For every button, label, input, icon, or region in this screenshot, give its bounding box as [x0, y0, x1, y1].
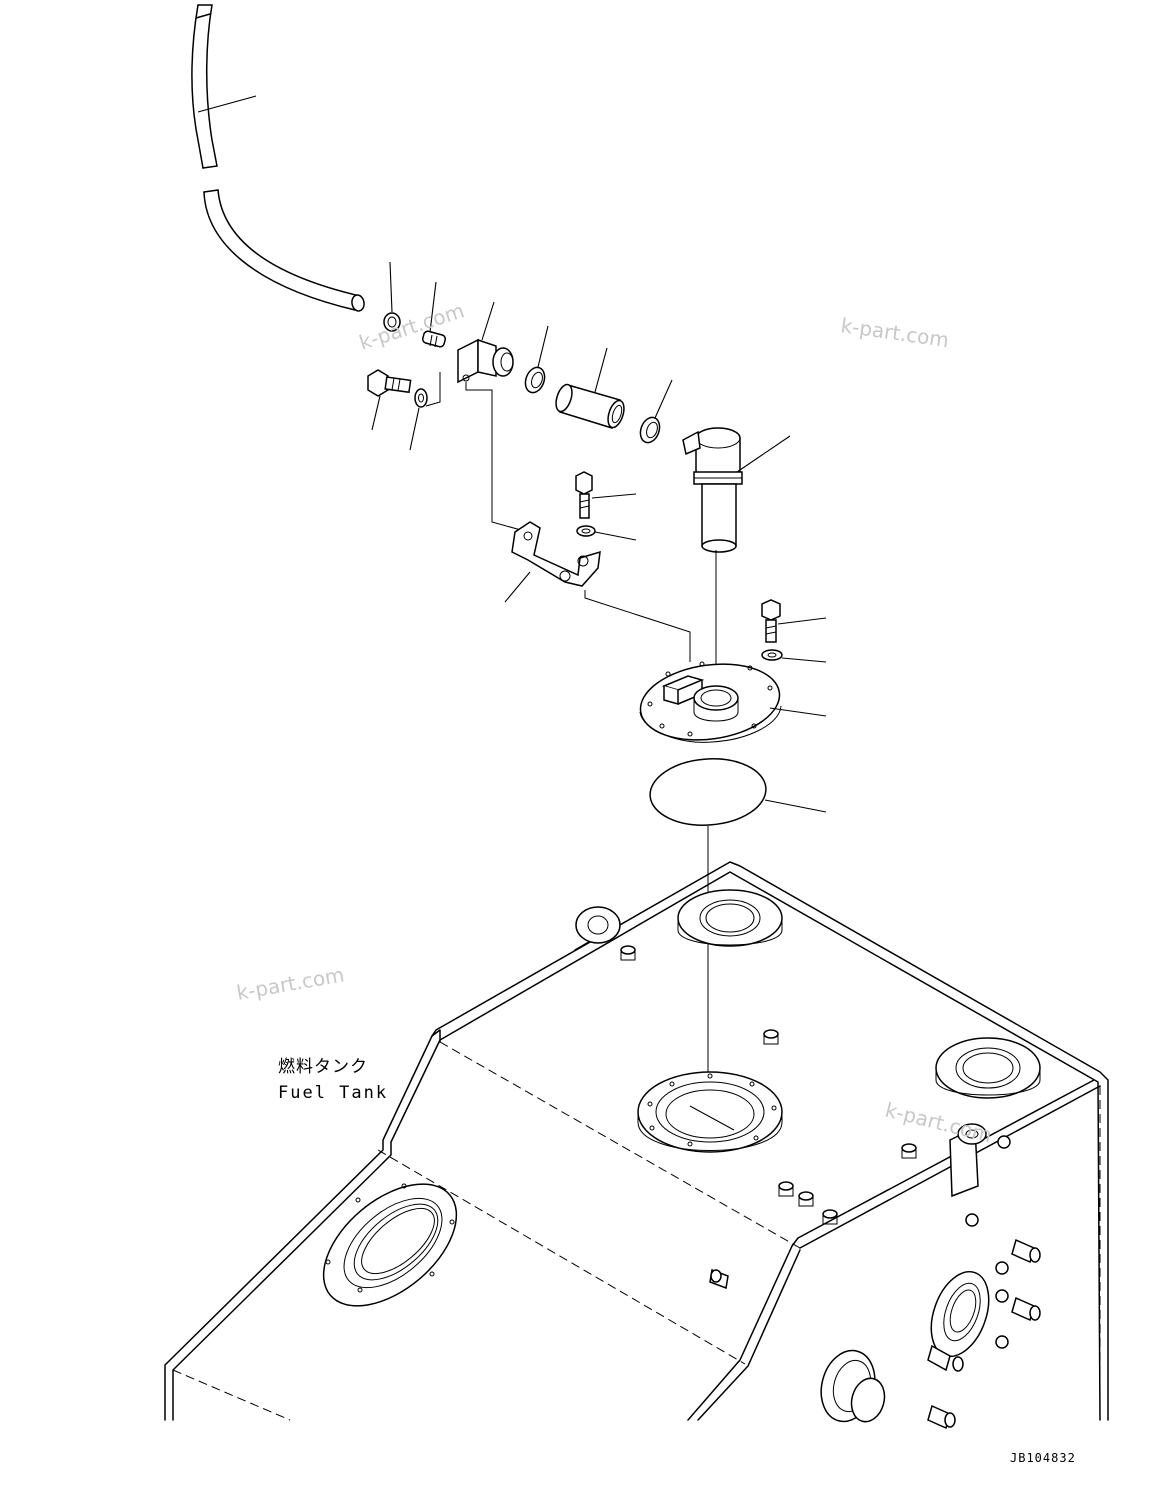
watermark-4: k-part.com	[883, 1098, 994, 1148]
hose-clamp-2	[639, 416, 661, 444]
flange-plate	[639, 661, 782, 743]
elbow-block	[457, 338, 514, 384]
hose-clamp-1	[524, 366, 546, 394]
tank-label-en: Fuel Tank	[278, 1083, 388, 1103]
mounting-bracket	[511, 521, 601, 587]
bolt-center	[575, 471, 593, 519]
leader-hose	[197, 95, 257, 113]
leader-elbow-to-bracket	[465, 382, 529, 533]
washer-left	[414, 388, 428, 408]
fuel-tank	[164, 861, 1109, 1430]
watermark-2: k-part.com	[839, 313, 950, 352]
watermark-1: k-part.com	[356, 298, 467, 354]
breather-neck	[682, 427, 743, 553]
washer-right	[761, 649, 783, 661]
connector-nipple	[421, 330, 447, 348]
hose-sleeve	[555, 383, 625, 429]
washer-center	[576, 525, 596, 537]
bolt-left	[367, 369, 412, 397]
hose-clamp-small	[383, 312, 401, 332]
breather-hose-upper	[191, 4, 218, 169]
watermark-3: k-part.com	[235, 962, 346, 1005]
breather-hose-lower	[203, 189, 365, 312]
gasket	[649, 758, 767, 826]
bolt-right	[761, 599, 781, 643]
drawing-code: JB104832	[1010, 1451, 1076, 1465]
tank-label-jp: 燃料タンク	[278, 1057, 368, 1077]
